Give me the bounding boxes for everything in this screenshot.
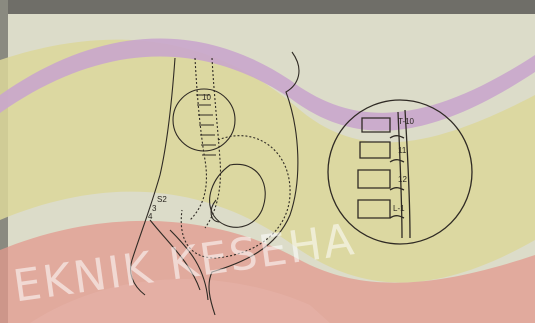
label-sacral-s2: S2	[157, 196, 167, 204]
inset-label-t10: T-10	[398, 118, 414, 126]
inset-label-l1: L-1	[393, 205, 405, 213]
label-spine-10: 10	[202, 94, 211, 102]
inset-label-11: 11	[398, 147, 406, 155]
label-sacral-3: 3	[152, 205, 156, 213]
top-dark-edge	[0, 0, 535, 14]
label-sacral-4: 4	[148, 213, 152, 221]
inset-label-12: 12	[398, 176, 407, 184]
